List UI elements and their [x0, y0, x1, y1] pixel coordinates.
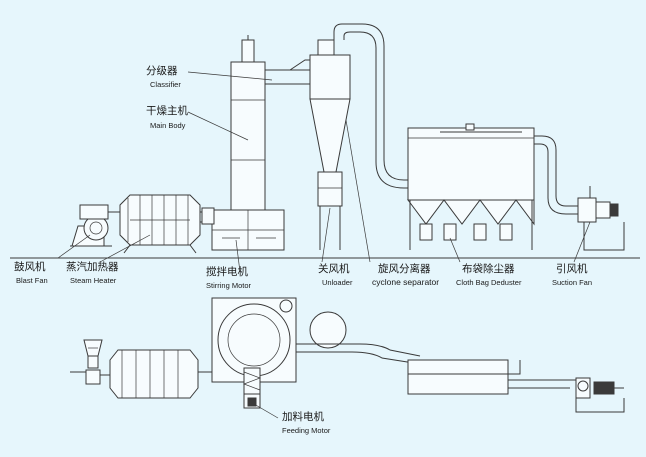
- label-main-body: 干燥主机 Main Body: [146, 104, 188, 130]
- svg-text:cyclone separator: cyclone separator: [372, 277, 439, 287]
- svg-text:加料电机: 加料电机: [282, 410, 324, 423]
- svg-text:鼓风机: 鼓风机: [14, 260, 46, 273]
- classifier-duct: [265, 59, 312, 85]
- svg-text:Main Body: Main Body: [150, 121, 186, 130]
- dryer-main-body: [201, 35, 285, 251]
- label-blast-fan: 鼓风机 Blast Fan: [14, 260, 48, 285]
- label-classifier: 分级器 Classifier: [146, 65, 181, 89]
- label-stirring-motor: 搅拌电机 Stirring Motor: [206, 265, 252, 290]
- leader-lines: [57, 71, 591, 419]
- suction-fan: [577, 186, 625, 251]
- svg-text:分级器: 分级器: [146, 65, 178, 77]
- svg-text:Blast Fan: Blast Fan: [16, 276, 48, 285]
- svg-text:Stirring Motor: Stirring Motor: [206, 281, 252, 290]
- label-cyclone: 旋风分离器 cyclone separator: [372, 262, 439, 287]
- svg-text:关风机: 关风机: [318, 262, 350, 275]
- svg-text:Unloader: Unloader: [322, 278, 353, 287]
- steam-heater: [119, 194, 212, 254]
- svg-text:搅拌电机: 搅拌电机: [206, 265, 248, 278]
- cyclone-separator: [309, 39, 351, 250]
- cloth-bag-deduster: [407, 123, 535, 250]
- svg-text:干燥主机: 干燥主机: [146, 104, 188, 117]
- svg-text:Cloth Bag Deduster: Cloth Bag Deduster: [456, 278, 522, 287]
- svg-text:Suction Fan: Suction Fan: [552, 278, 592, 287]
- svg-text:Feeding Motor: Feeding Motor: [282, 426, 331, 435]
- svg-text:布袋除尘器: 布袋除尘器: [462, 262, 515, 275]
- suction-duct: [534, 135, 578, 215]
- stirring-motor-plan: [279, 299, 293, 313]
- plan-view: [70, 297, 625, 413]
- svg-text:Steam Heater: Steam Heater: [70, 276, 117, 285]
- label-suction-fan: 引风机 Suction Fan: [552, 262, 592, 287]
- label-bag-duster: 布袋除尘器 Cloth Bag Deduster: [456, 262, 522, 287]
- label-feeding-motor: 加料电机 Feeding Motor: [282, 410, 331, 435]
- label-steam-heater: 蒸汽加热器 Steam Heater: [66, 260, 119, 285]
- blast-fan: [70, 204, 120, 247]
- svg-text:Classifier: Classifier: [150, 80, 181, 89]
- svg-text:蒸汽加热器: 蒸汽加热器: [66, 260, 119, 273]
- svg-text:旋风分离器: 旋风分离器: [378, 262, 431, 275]
- label-unloader: 关风机 Unloader: [318, 262, 353, 287]
- svg-text:引风机: 引风机: [556, 262, 588, 275]
